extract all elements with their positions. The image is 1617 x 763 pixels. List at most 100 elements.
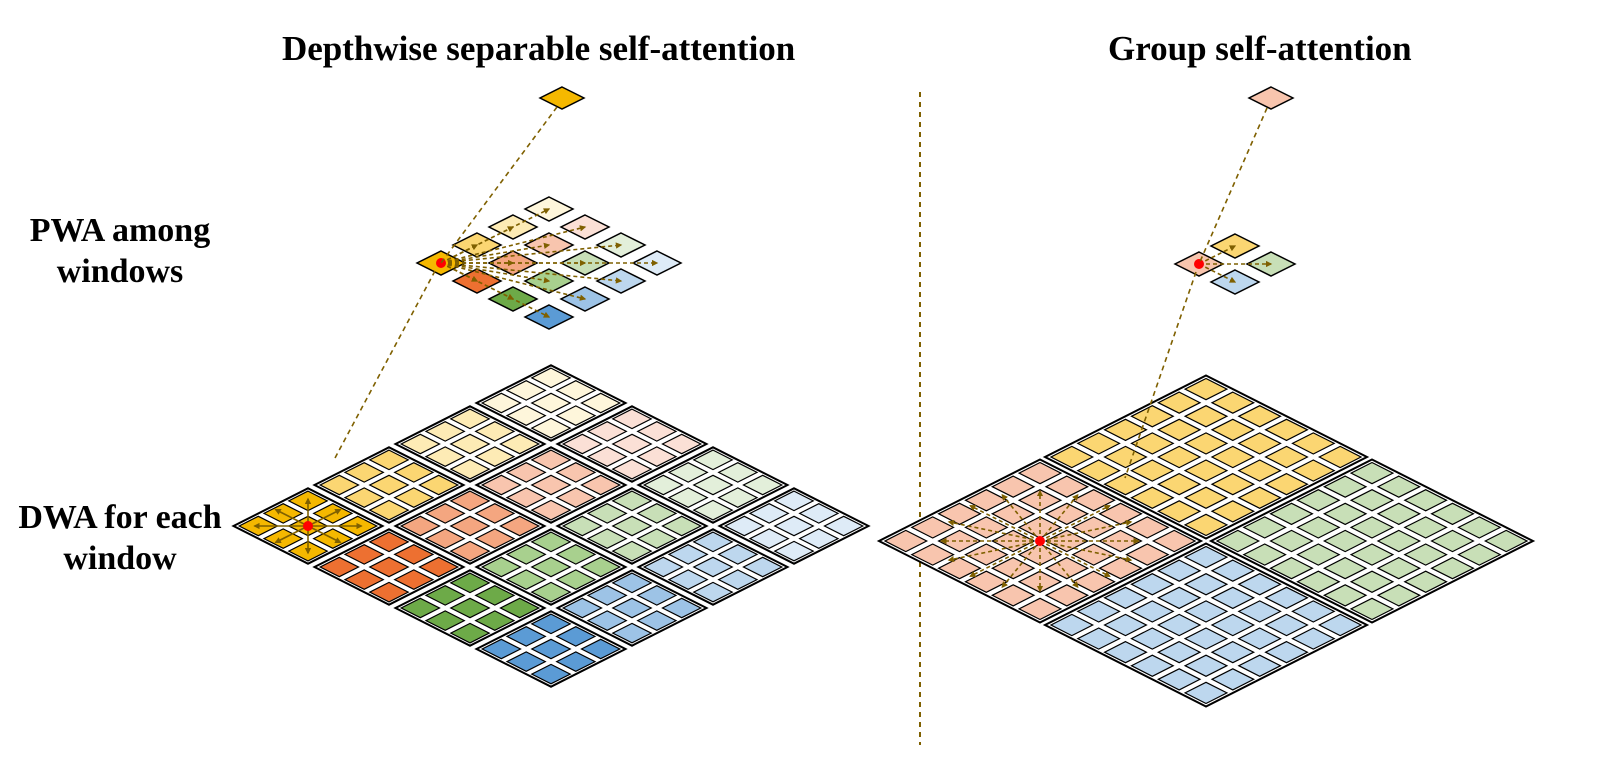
right-window-1-1-window bbox=[1042, 542, 1370, 708]
left-window-0-3-cell bbox=[748, 503, 790, 524]
left-window-1-3-cell bbox=[742, 556, 784, 578]
right-window-0-1-cell bbox=[1403, 543, 1448, 566]
left-window-2-2-cell bbox=[505, 569, 547, 590]
group-feature-map bbox=[876, 374, 1536, 708]
left-window-1-2-cell bbox=[636, 503, 678, 524]
right-window-0-0-cell bbox=[1076, 432, 1121, 455]
right-window-0-0-cell bbox=[1210, 418, 1256, 442]
left-output-token bbox=[538, 86, 586, 110]
right-window-0-0-cell bbox=[1183, 513, 1229, 537]
right-window-1-0-cell bbox=[883, 529, 929, 553]
right-window-0-0-cell bbox=[1291, 432, 1336, 455]
left-window-0-1-cell bbox=[611, 458, 653, 480]
group-token-query-point bbox=[1194, 259, 1204, 269]
right-window-0-1-cell bbox=[1215, 529, 1261, 553]
left-window-3-3-cell bbox=[580, 638, 622, 660]
left-window-0-2-cell bbox=[717, 487, 759, 508]
left-window-0-1-cell bbox=[586, 421, 628, 442]
left-window-1-1-cell bbox=[530, 449, 572, 471]
right-window-1-1-cell bbox=[1130, 627, 1175, 650]
group-local-arrow bbox=[1039, 493, 1079, 542]
group-local-arrow bbox=[1001, 540, 1041, 589]
left-window-2-2-cell bbox=[505, 544, 547, 565]
dwa-to-pwa-line bbox=[334, 270, 436, 459]
right-window-1-0-cell bbox=[1017, 461, 1063, 485]
left-window-0-0-cell bbox=[530, 392, 572, 414]
group-local-arrow bbox=[969, 540, 1041, 577]
left-window-2-3-cell bbox=[661, 597, 703, 619]
dwa-query-point bbox=[303, 521, 313, 531]
left-window-3-1-cell bbox=[318, 556, 360, 578]
left-window-3-3-cell bbox=[530, 638, 572, 660]
left-window-3-1-cell bbox=[368, 556, 410, 578]
right-window-0-1-cell bbox=[1457, 543, 1502, 566]
pwa-to-output-line bbox=[440, 106, 558, 264]
right-window-1-1-cell bbox=[1130, 573, 1175, 596]
left-window-1-1-cell bbox=[555, 462, 597, 483]
left-window-3-2-cell bbox=[449, 622, 491, 644]
right-window-0-1-cell bbox=[1269, 529, 1314, 553]
right-window-0-1-cell bbox=[1322, 529, 1368, 553]
left-window-2-2-cell bbox=[580, 556, 622, 578]
left-window-2-1-cell bbox=[449, 490, 491, 512]
left-window-0-3-cell bbox=[748, 528, 790, 549]
right-window-0-0-cell bbox=[1156, 500, 1202, 523]
right-window-1-0-cell bbox=[990, 529, 1036, 553]
left-window-0-1-cell bbox=[636, 421, 678, 442]
right-window-1-1-cell bbox=[1049, 613, 1095, 637]
right-window-1-1-cell bbox=[1156, 586, 1202, 610]
left-window-1-1-cell bbox=[580, 474, 622, 496]
right-window-1-1-cell bbox=[1130, 654, 1175, 677]
right-window-0-0-cell bbox=[1130, 459, 1175, 482]
group-query-point bbox=[1035, 536, 1045, 546]
left-window-1-0-cell bbox=[449, 458, 491, 480]
left-window-0-3-cell bbox=[773, 540, 815, 562]
left-window-1-2-cell bbox=[586, 503, 628, 524]
pwa-arrow bbox=[440, 262, 551, 318]
left-window-2-3-cell bbox=[611, 622, 653, 644]
left-window-1-2-cell bbox=[611, 515, 653, 537]
right-window-0-1-cell bbox=[1296, 489, 1341, 512]
right-window-1-1-cell bbox=[1156, 613, 1202, 637]
left-window-0-1-cell bbox=[611, 408, 653, 430]
left-window-2-3-cell bbox=[611, 572, 653, 594]
right-window-0-0-cell bbox=[1183, 459, 1229, 482]
right-window-0-1-cell bbox=[1242, 516, 1287, 539]
right-window-0-1-cell bbox=[1296, 516, 1341, 539]
left-window-1-0-cell bbox=[499, 433, 541, 455]
right-window-1-1-cell bbox=[1317, 613, 1363, 637]
group-to-output-line bbox=[1198, 107, 1268, 265]
dwa-feature-map bbox=[231, 364, 871, 688]
right-window-1-1-cell bbox=[1210, 613, 1256, 637]
left-window-2-2-cell bbox=[555, 544, 597, 565]
left-window-2-1-cell bbox=[474, 528, 516, 549]
left-window-1-3-cell bbox=[692, 556, 734, 578]
left-window-2-1-cell bbox=[424, 528, 466, 549]
left-window-1-2-cell bbox=[611, 540, 653, 562]
left-window-2-2-cell bbox=[530, 556, 572, 578]
left-attention-arrows bbox=[253, 106, 659, 555]
right-window-0-0-cell bbox=[1317, 445, 1363, 469]
map-to-group-line bbox=[1124, 271, 1197, 479]
left-window-0-2-cell bbox=[717, 462, 759, 483]
left-window-0-0-cell bbox=[530, 417, 572, 439]
right-window-1-0-cell bbox=[1044, 556, 1090, 580]
left-window-3-2-cell bbox=[424, 585, 466, 606]
right-window-1-1-cell bbox=[1076, 627, 1121, 650]
right-window-1-0-cell bbox=[990, 556, 1036, 580]
right-window-0-1-cell bbox=[1376, 584, 1422, 607]
left-window-0-0-cell bbox=[480, 392, 522, 414]
right-window-1-0-cell bbox=[910, 516, 955, 539]
left-window-2-0-cell bbox=[368, 449, 410, 471]
left-window-0-2-cell bbox=[692, 499, 734, 521]
right-window-0-0-cell bbox=[1264, 418, 1309, 442]
left-window-0-1-cell bbox=[661, 433, 703, 455]
right-window-1-1-cell bbox=[1183, 600, 1229, 623]
right-window-0-0-window bbox=[1042, 374, 1370, 540]
right-window-0-1-cell bbox=[1403, 489, 1448, 512]
left-window-0-1-cell bbox=[611, 433, 653, 455]
left-window-1-0-cell bbox=[449, 408, 491, 430]
right-window-0-0-cell bbox=[1210, 500, 1256, 523]
left-window-3-1-cell bbox=[418, 556, 460, 578]
